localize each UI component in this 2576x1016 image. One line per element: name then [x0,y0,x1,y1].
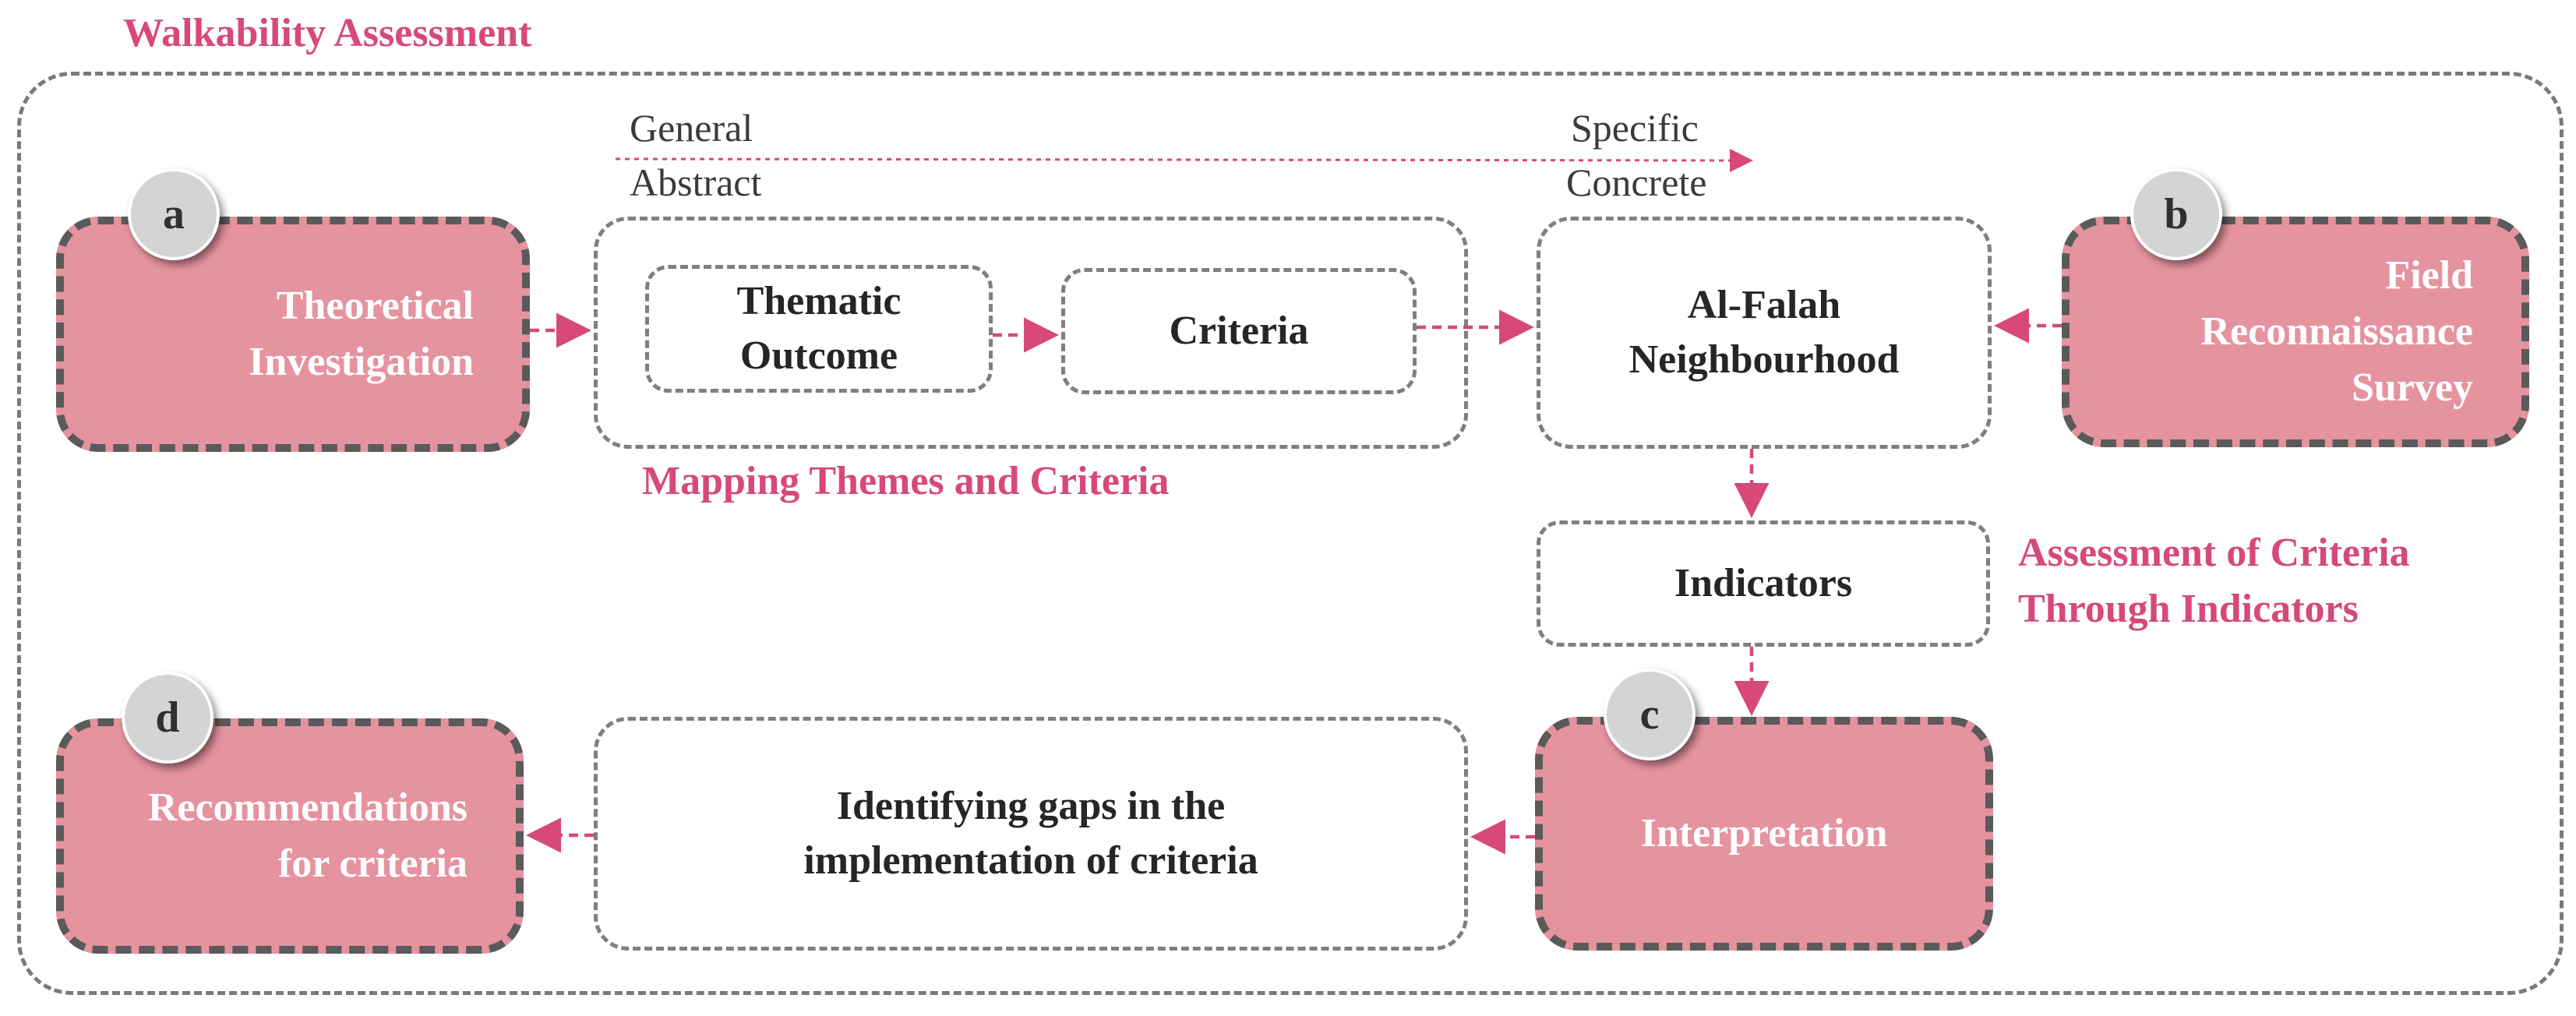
badge-c: c [1604,669,1696,760]
badge-b: b [2130,168,2222,260]
field-reconnaissance-label: Field Reconnaissance Survey [2200,253,2473,410]
badge-a: a [128,168,220,260]
assessment-through-indicators-label: Assessment of Criteria Through Indicator… [2018,531,2410,631]
theoretical-investigation-label: Theoretical Investigation [249,284,474,384]
axis-label-specific: Specific [1571,106,1699,150]
indicators-box: Indicators [1537,520,1990,647]
criteria-box: Criteria [1061,268,1417,394]
identifying-gaps-label: Identifying gaps in the implementation o… [803,784,1258,883]
axis-label-abstract: Abstract [630,161,762,204]
recommendations-box: Recommendations for criteria [56,718,524,954]
interpretation-label: Interpretation [1640,811,1888,855]
badge-d: d [122,672,213,764]
axis-label-general: General [630,106,753,150]
al-falah-neighbourhood-label: Al-Falah Neighbourhood [1629,283,1900,382]
thematic-outcome-box: Thematic Outcome [645,265,993,393]
recommendations-label: Recommendations for criteria [147,785,468,886]
thematic-outcome-label: Thematic Outcome [736,279,902,378]
criteria-label: Criteria [1169,309,1309,353]
field-reconnaissance-box: Field Reconnaissance Survey [2062,217,2529,447]
mapping-themes-label: Mapping Themes and Criteria [642,459,1170,503]
theoretical-investigation-box: Theoretical Investigation [56,217,530,452]
identifying-gaps-box: Identifying gaps in the implementation o… [594,717,1468,951]
indicators-label: Indicators [1674,561,1853,605]
diagram-title: Walkability Assessment [123,11,532,55]
walkability-assessment-frame [17,72,2564,995]
axis-label-concrete: Concrete [1566,161,1707,204]
al-falah-neighbourhood-box: Al-Falah Neighbourhood [1537,217,1992,449]
general-to-specific-arrow [615,148,1753,172]
interpretation-box: Interpretation [1535,717,1993,951]
